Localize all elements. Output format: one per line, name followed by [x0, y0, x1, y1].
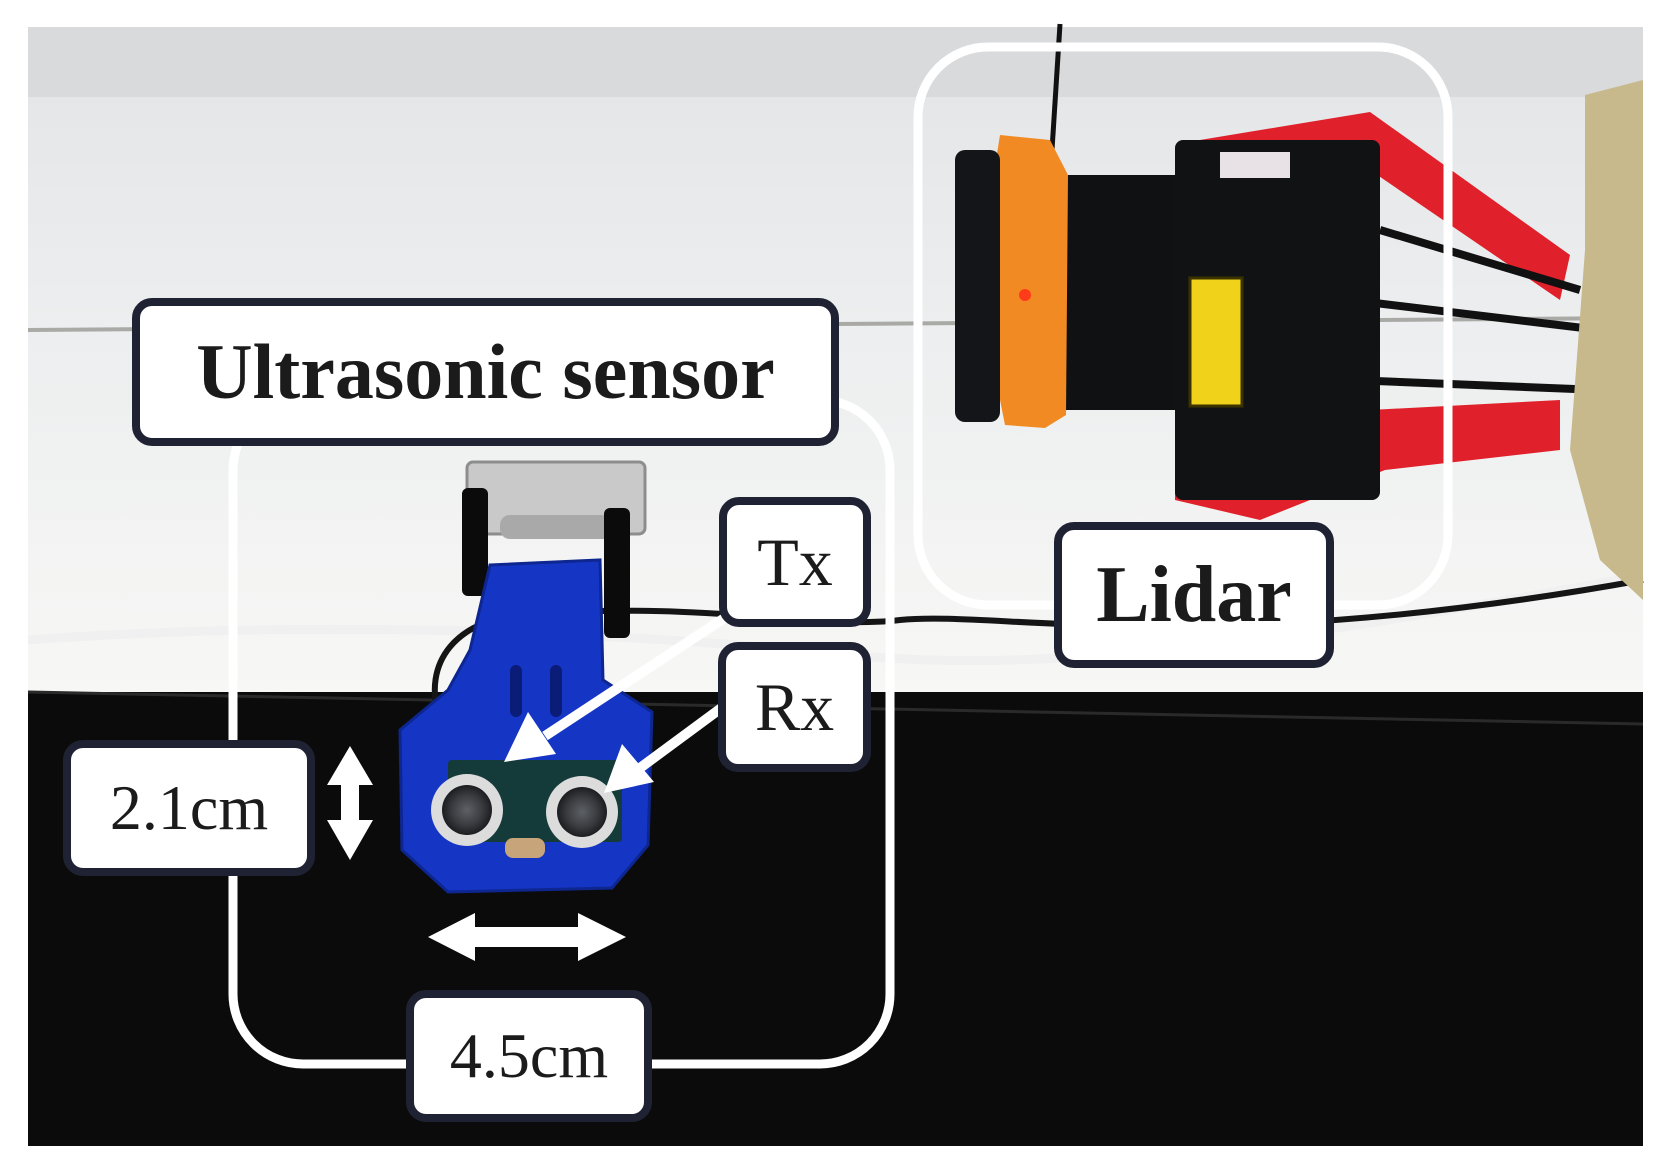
lidar-sticker [1220, 152, 1290, 178]
wall-top-band [28, 27, 1643, 97]
tx-label: Tx [719, 497, 871, 627]
height-dimension-label: 2.1cm [63, 740, 315, 876]
hinge-barrel [500, 515, 612, 539]
board-slot-2 [550, 665, 562, 717]
width-arrow [428, 913, 626, 961]
lidar-front-ring [996, 135, 1068, 428]
height-arrow [327, 746, 373, 860]
lidar-warning-label [1188, 276, 1244, 408]
clip-right [604, 508, 630, 638]
lidar-label: Lidar [1054, 522, 1334, 668]
board-slot-1 [510, 665, 522, 717]
lidar-body [1050, 175, 1190, 410]
lidar-lens [955, 150, 1000, 422]
rx-pointer-arrow [604, 701, 727, 793]
clip-left [462, 488, 488, 596]
lidar-emitter-led [1019, 289, 1031, 301]
tx-pointer-arrow [504, 612, 729, 762]
rx-transducer-face [557, 787, 607, 837]
lidar-cable [1349, 226, 1601, 394]
ultrasonic-sensor-label: Ultrasonic sensor [132, 298, 839, 446]
crystal-oscillator [505, 838, 545, 858]
width-dimension-label: 4.5cm [406, 990, 652, 1122]
rx-label: Rx [718, 642, 871, 772]
mount-clamp [1570, 80, 1643, 600]
lidar-rear [1175, 140, 1380, 500]
tx-transducer-face [442, 785, 492, 835]
